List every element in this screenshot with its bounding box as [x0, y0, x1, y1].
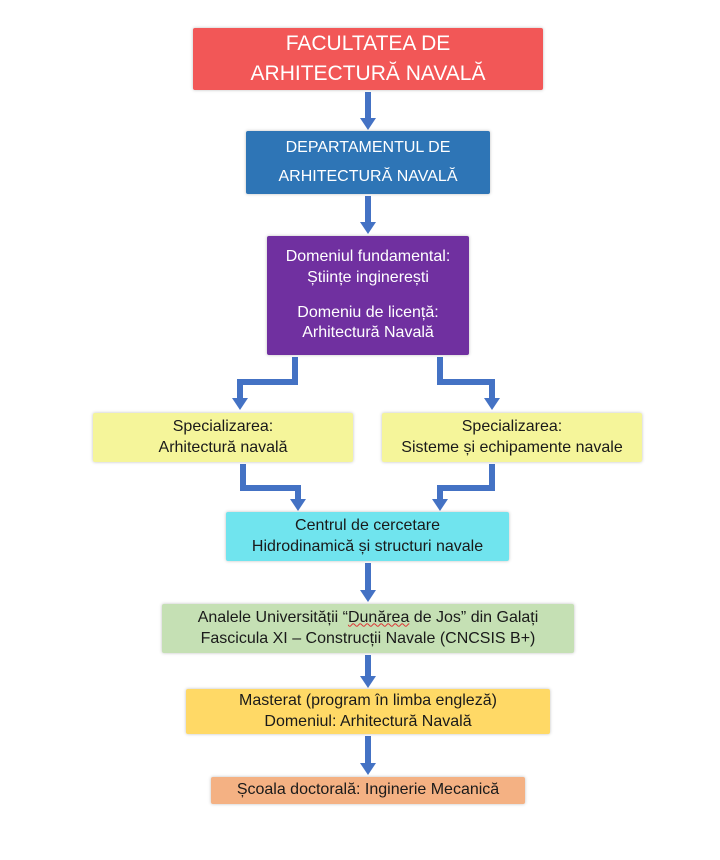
- arrow-domain-to-spec1-head: [232, 398, 248, 410]
- research-center-line1: Centrul de cercetare: [295, 516, 440, 534]
- domain-box: Domeniul fundamental: Științe inginereșt…: [267, 236, 469, 355]
- doctoral-school-box: Școala doctorală: Inginerie Mecanică: [211, 777, 525, 804]
- faculty-line2: ARHITECTURĂ NAVALĂ: [250, 62, 486, 85]
- research-center-box: Centrul de cercetare Hidrodinamică și st…: [226, 512, 509, 561]
- license-domain-label: Domeniu de licență:: [297, 303, 439, 321]
- masters-line2: Domeniul: Arhitectură Navală: [264, 712, 472, 730]
- specialization-value: Sisteme și echipamente navale: [401, 438, 623, 456]
- specialization-label: Specializarea:: [172, 417, 274, 435]
- arrow-masters-to-doctoral-head: [360, 763, 376, 775]
- arrow-domain-to-spec1-line: [237, 357, 298, 398]
- journal-line1: Analele Universității “Dunărea de Jos” d…: [198, 608, 539, 629]
- specialization-box-naval-systems: Specializarea: Sisteme și echipamente na…: [382, 413, 642, 462]
- fundamental-domain-label: Domeniul fundamental:: [285, 247, 451, 265]
- arrow-faculty-to-department-head: [360, 118, 376, 130]
- research-center-line2: Hidrodinamică și structuri navale: [251, 537, 484, 555]
- faculty-box: FACULTATEA DE ARHITECTURĂ NAVALĂ: [193, 28, 543, 90]
- faculty-line1: FACULTATEA DE: [285, 31, 451, 55]
- department-line2: ARHITECTURĂ NAVALĂ: [278, 167, 458, 185]
- specialization-label: Specializarea:: [461, 417, 563, 435]
- arrow-research-to-journal-head: [360, 590, 376, 602]
- license-domain-value: Arhitectură Navală: [302, 324, 434, 342]
- arrow-domain-to-spec2-line: [437, 357, 495, 398]
- arrow-department-to-domain-head: [360, 222, 376, 234]
- journal-line1-post: de Jos” din Galați: [409, 608, 539, 626]
- journal-line2: Fascicula XI – Construcții Navale (CNCSI…: [200, 629, 536, 647]
- journal-box: Analele Universității “Dunărea de Jos” d…: [162, 604, 574, 653]
- doctoral-line1: Școala doctorală: Inginerie Mecanică: [236, 781, 500, 799]
- arrow-domain-to-spec2-head: [484, 398, 500, 410]
- journal-line1-spellmark: Dunărea: [347, 608, 410, 626]
- masters-line1: Masterat (program în limba engleză): [239, 691, 497, 709]
- arrow-spec1-to-research-head: [290, 499, 306, 511]
- arrow-journal-to-masters-head: [360, 676, 376, 688]
- fundamental-domain-value: Științe inginerești: [307, 268, 429, 286]
- masters-box: Masterat (program în limba engleză) Dome…: [186, 689, 550, 734]
- journal-line1-pre: Analele Universității “: [197, 608, 348, 626]
- arrow-spec2-to-research-head: [432, 499, 448, 511]
- arrow-spec1-to-research-line: [240, 464, 301, 499]
- department-line1: DEPARTAMENTUL DE: [285, 138, 451, 156]
- specialization-box-naval-architecture: Specializarea: Arhitectură navală: [93, 413, 353, 462]
- specialization-value: Arhitectură navală: [158, 438, 288, 456]
- department-box: DEPARTAMENTUL DE ARHITECTURĂ NAVALĂ: [246, 131, 490, 194]
- arrow-spec2-to-research-line: [437, 464, 495, 499]
